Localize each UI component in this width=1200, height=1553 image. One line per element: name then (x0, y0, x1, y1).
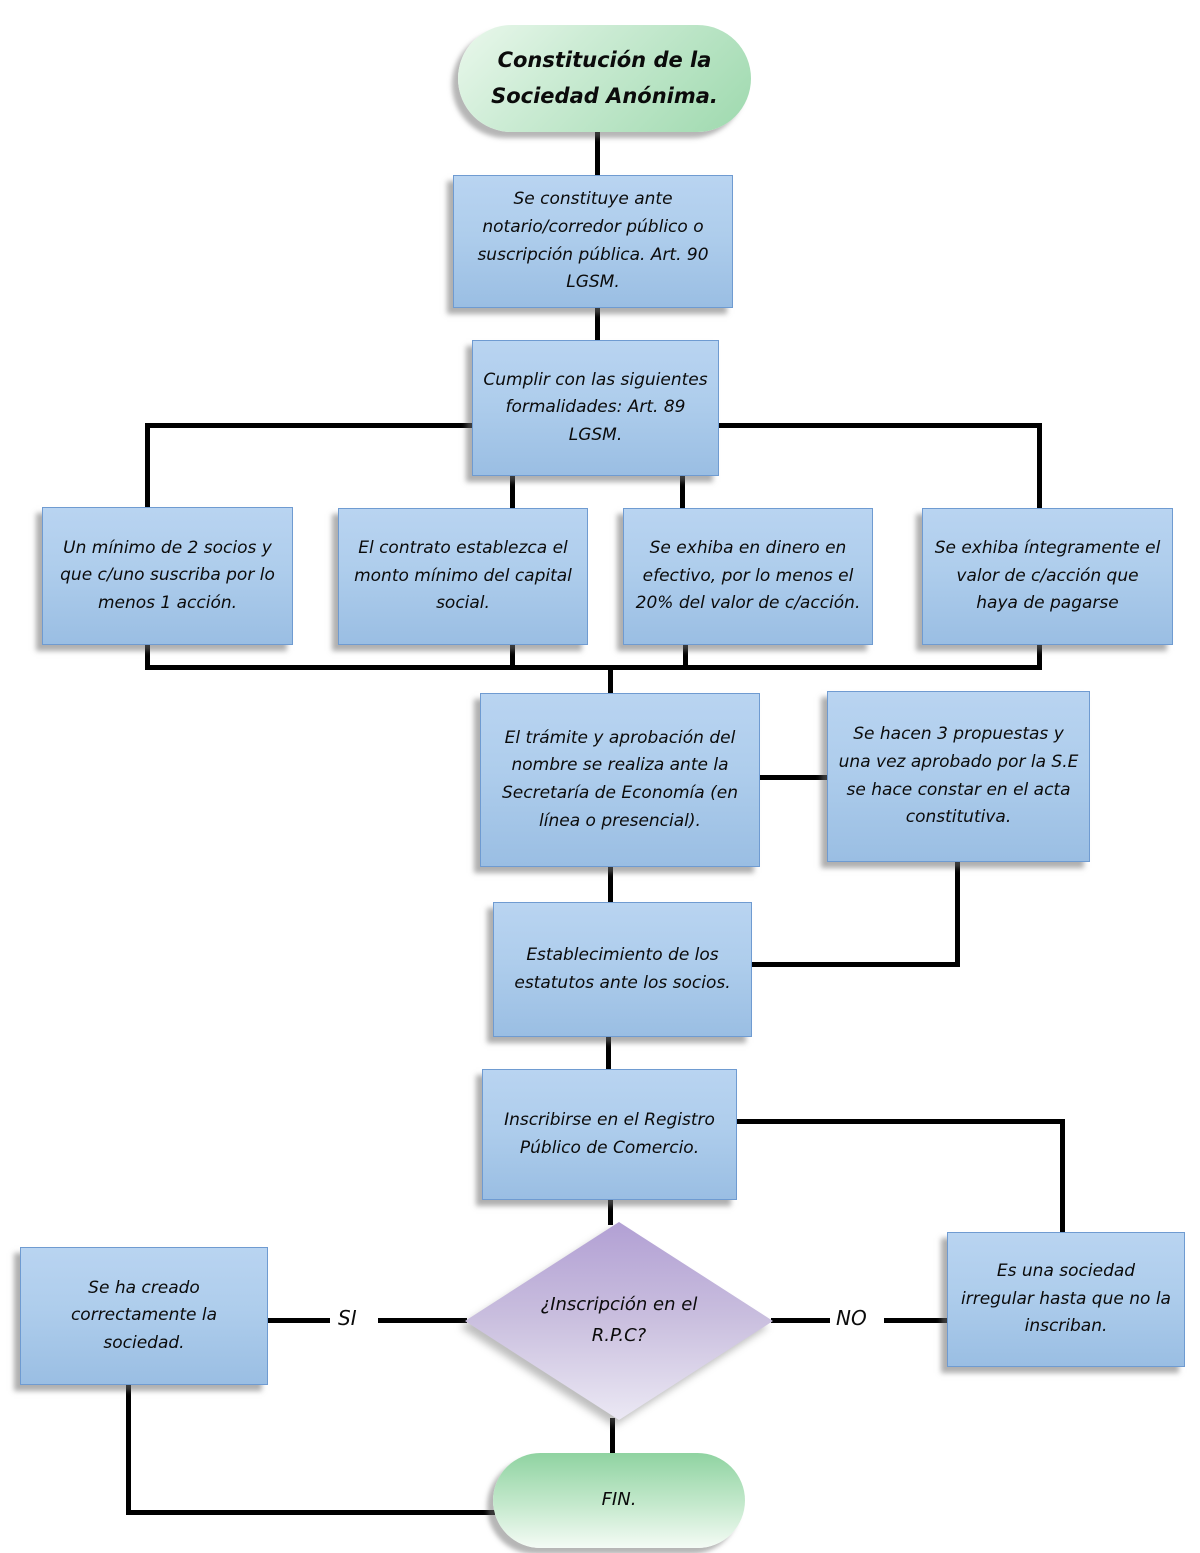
edge-label-si: SI (338, 1306, 357, 1330)
connector-minimo-bus (145, 643, 150, 670)
connector-no-segment-2 (884, 1318, 949, 1323)
connector-no-segment-1 (771, 1318, 830, 1323)
connector-creado-fin (126, 1510, 495, 1515)
connector-inscribirse-decision (608, 1198, 613, 1225)
process-minimo-socios: Un mínimo de 2 socios y que c/uno suscri… (42, 507, 293, 645)
process-constituye: Se constituye ante notario/corredor públ… (453, 175, 733, 308)
process-exhiba-dinero: Se exhiba en dinero en efectivo, por lo … (623, 508, 873, 645)
connector-dinero-bus (683, 643, 688, 670)
process-sociedad-irregular: Es una sociedad irregular hasta que no l… (947, 1232, 1185, 1367)
connector-tramite-estatutos (608, 865, 613, 905)
connector-tramite-propuestas (758, 775, 829, 780)
process-contrato: El contrato establezca el monto mínimo d… (338, 508, 588, 645)
process-tramite-nombre: El trámite y aprobación del nombre se re… (480, 693, 760, 867)
process-exhiba-dinero-label: Se exhiba en dinero en efectivo, por lo … (635, 538, 861, 614)
connector-down-minimo (145, 423, 150, 510)
process-estatutos: Establecimiento de los estatutos ante lo… (493, 902, 752, 1037)
connector-contrato-bus (510, 643, 515, 670)
connector-creado-down (126, 1383, 131, 1515)
connector-si-segment-1 (266, 1318, 330, 1323)
end-terminator-label: FIN. (601, 1489, 637, 1511)
process-sociedad-irregular-label: Es una sociedad irregular hasta que no l… (961, 1261, 1171, 1337)
start-terminator-label: Constitución de la Sociedad Anónima. (491, 47, 718, 108)
process-formalidades: Cumplir con las siguientes formalidades:… (472, 340, 719, 476)
decision-inscripcion-label: ¿Inscripción en el R.P.C? (540, 1294, 698, 1346)
connector-integro-bus (1037, 643, 1042, 670)
connector-down-dinero (680, 474, 685, 510)
connector-bus-tramite (608, 668, 613, 695)
process-propuestas-label: Se hacen 3 propuestas y una vez aprobado… (838, 724, 1079, 828)
start-terminator: Constitución de la Sociedad Anónima. (458, 25, 751, 132)
process-exhiba-integramente: Se exhiba íntegramente el valor de c/acc… (922, 508, 1173, 645)
process-estatutos-label: Establecimiento de los estatutos ante lo… (514, 944, 731, 993)
process-constituye-label: Se constituye ante notario/corredor públ… (477, 189, 709, 293)
connector-si-segment-2 (378, 1318, 467, 1323)
process-propuestas: Se hacen 3 propuestas y una vez aprobado… (827, 691, 1090, 862)
connector-propuestas-estatutos (750, 962, 960, 967)
connector-propuestas-down (955, 860, 960, 967)
decision-inscripcion: ¿Inscripción en el R.P.C? (465, 1222, 773, 1420)
process-inscribirse-rpc-label: Inscribirse en el Registro Público de Co… (504, 1109, 715, 1158)
connector-bus-horizontal (145, 665, 1042, 670)
connector-estatutos-inscribirse (606, 1035, 611, 1072)
process-exhiba-integramente-label: Se exhiba íntegramente el valor de c/acc… (934, 538, 1161, 614)
connector-formalidades-right (717, 423, 1042, 428)
process-minimo-socios-label: Un mínimo de 2 socios y que c/uno suscri… (60, 537, 275, 613)
process-tramite-nombre-label: El trámite y aprobación del nombre se re… (502, 727, 738, 831)
process-inscribirse-rpc: Inscribirse en el Registro Público de Co… (482, 1069, 737, 1200)
connector-start-constituye (595, 130, 600, 177)
connector-inscribirse-right (735, 1119, 1065, 1124)
connector-down-contrato (510, 474, 515, 510)
process-formalidades-label: Cumplir con las siguientes formalidades:… (483, 369, 708, 445)
connector-constituye-formalidades (595, 306, 600, 342)
process-sociedad-creada-label: Se ha creado correctamente la sociedad. (70, 1277, 218, 1353)
connector-down-integro (1037, 423, 1042, 510)
connector-formalidades-left (145, 423, 474, 428)
end-terminator: FIN. (493, 1453, 745, 1548)
process-sociedad-creada: Se ha creado correctamente la sociedad. (20, 1247, 268, 1385)
edge-label-no: NO (836, 1306, 867, 1330)
connector-decision-fin (610, 1418, 615, 1455)
decision-inscripcion-shape: ¿Inscripción en el R.P.C? (465, 1222, 773, 1420)
connector-right-irregular (1060, 1119, 1065, 1235)
process-contrato-label: El contrato establezca el monto mínimo d… (354, 538, 572, 614)
